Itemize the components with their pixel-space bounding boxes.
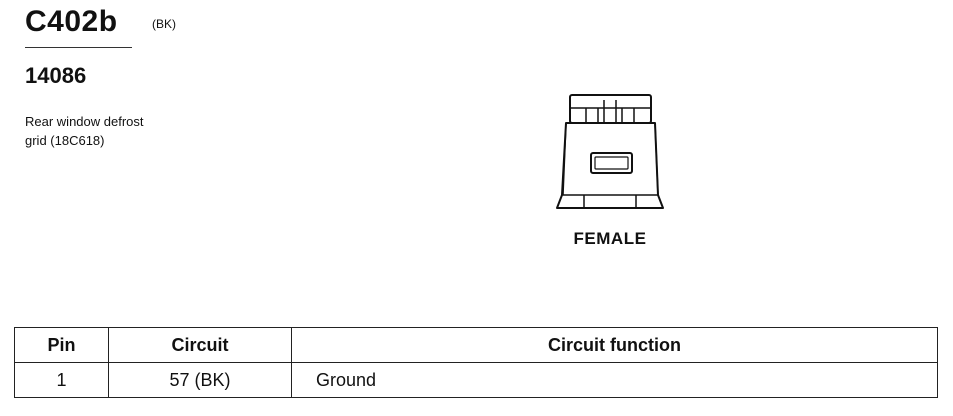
title-underline xyxy=(25,47,132,48)
pin-table-header-row: Pin Circuit Circuit function xyxy=(14,327,938,363)
connector-description: Rear window defrost grid (18C618) xyxy=(25,112,144,150)
header-pin: Pin xyxy=(14,327,109,363)
pin-circuit: 57 (BK) xyxy=(108,362,292,398)
pin-number: 1 xyxy=(14,362,109,398)
description-line-2: grid (18C618) xyxy=(25,133,105,148)
part-number: 14086 xyxy=(25,63,87,88)
terminal-cavity xyxy=(590,152,633,174)
header-circuit: Circuit xyxy=(108,327,292,363)
connector-gender: FEMALE xyxy=(573,229,647,248)
description-line-1: Rear window defrost xyxy=(25,114,144,129)
connector-color: (BK) xyxy=(152,17,176,31)
connector-face-diagram xyxy=(556,94,664,209)
connector-lock-tab xyxy=(569,94,652,124)
connector-id: C402b xyxy=(25,5,118,38)
pin-table: Pin Circuit Circuit function 1 57 (BK) G… xyxy=(14,327,938,398)
header-circuit-function: Circuit function xyxy=(291,327,938,363)
table-row: 1 57 (BK) Ground xyxy=(14,362,938,398)
pin-circuit-function: Ground xyxy=(291,362,938,398)
